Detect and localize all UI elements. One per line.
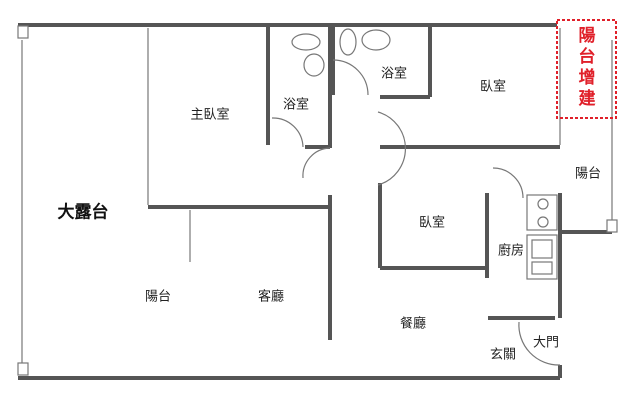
addition-highlight-box [556,19,617,119]
room-bathroom-2: 浴室 [380,66,408,82]
room-balcony-left: 陽台 [144,289,172,305]
label-main-door: 大門 [532,335,560,351]
room-bedroom-2: 臥室 [418,215,446,231]
room-balcony-right: 陽台 [574,166,602,182]
room-big-terrace: 大露台 [57,202,109,223]
balcony-addition-annotation: 陽 台 增 建 [573,26,601,110]
room-dining-room: 餐廳 [399,316,427,332]
annotation-char: 增 [578,68,596,88]
room-master-bedroom: 主臥室 [190,107,230,123]
room-kitchen: 廚房 [497,243,525,259]
annotation-char: 台 [578,47,596,67]
room-entrance: 玄關 [489,347,517,363]
walls [18,23,612,380]
annotation-char: 建 [578,89,596,109]
windows-doors [17,25,618,376]
room-bedroom-1: 臥室 [479,79,507,95]
room-bathroom-1: 浴室 [282,97,310,113]
annotation-char: 陽 [578,26,596,46]
room-living-room: 客廳 [257,289,285,305]
